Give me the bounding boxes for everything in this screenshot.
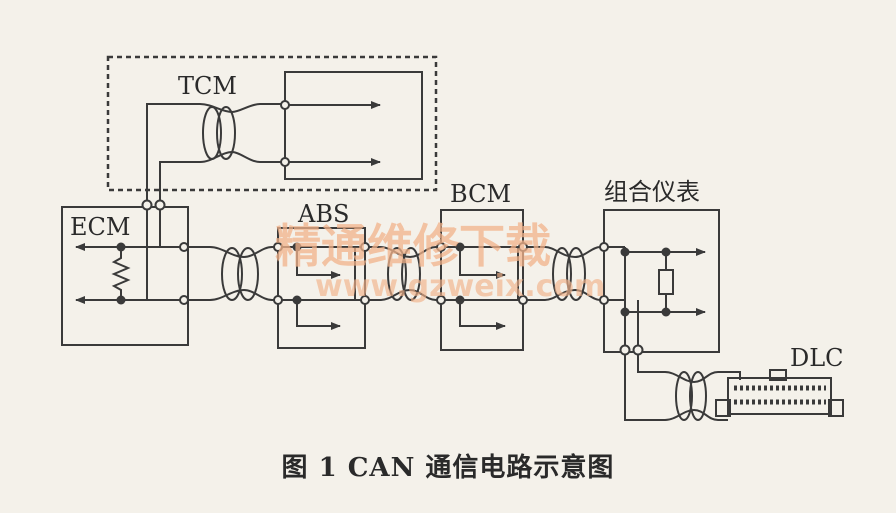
watermark-url: www.gzweix.com: [315, 269, 605, 304]
ecm-resistor: [111, 247, 131, 300]
bcm-module-box: [440, 209, 524, 351]
junction-dots: [116, 242, 671, 317]
cluster-module-box: [603, 209, 720, 353]
label-cluster: 组合仪表: [604, 178, 700, 206]
dlc-twist-b: [689, 371, 707, 421]
label-ecm: ECM: [70, 213, 130, 241]
ecm-module-box: [61, 206, 189, 346]
bcm-internal-low: [459, 300, 506, 330]
dlc-twist-a: [675, 371, 693, 421]
bus-twist-3a: [552, 247, 572, 301]
bus-twist-1a: [221, 247, 243, 301]
tcm-twist-right: [216, 106, 236, 160]
bus-twist-2b: [401, 247, 421, 301]
label-bcm: BCM: [450, 180, 511, 208]
tcm-dashed-frame: [106, 55, 438, 192]
dlc-wire-low: [637, 350, 741, 384]
bus-twist-3b: [566, 247, 586, 301]
abs-module-box: [277, 227, 366, 349]
can-bus-high: [184, 246, 625, 259]
terminal-circles: [141, 100, 644, 356]
cluster-resistor: [658, 269, 674, 295]
tcm-twist-left: [202, 106, 222, 160]
figure-caption: 图 1 CAN 通信电路示意图: [281, 453, 615, 483]
dlc-wire-high: [624, 350, 728, 421]
tcm-module-box: [284, 71, 423, 180]
bcm-internal-high: [459, 247, 506, 279]
abs-internal-low: [296, 300, 341, 330]
label-tcm: TCM: [178, 72, 237, 100]
can-bus-low: [184, 288, 625, 301]
dlc-connector: [715, 369, 844, 417]
abs-internal-high: [296, 247, 341, 279]
label-dlc: DLC: [790, 344, 844, 372]
watermark-main: 精通维修下载: [275, 219, 551, 273]
bus-twist-2a: [387, 247, 407, 301]
label-abs: ABS: [297, 200, 349, 228]
bus-twist-1b: [237, 247, 259, 301]
